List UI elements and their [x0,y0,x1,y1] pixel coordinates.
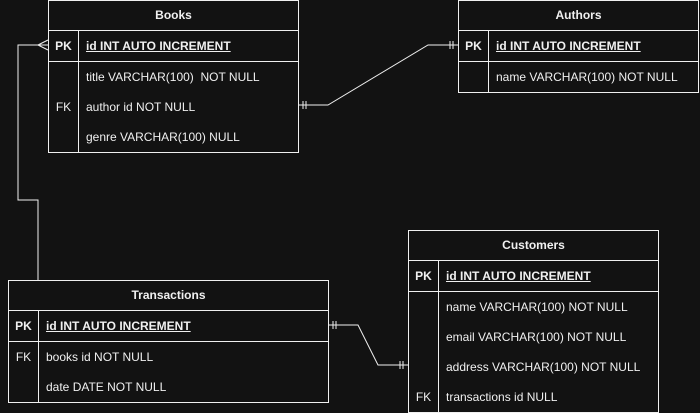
key-label [49,122,79,152]
key-label: FK [9,342,39,372]
transactions-table[interactable]: Transactions PK id INT AUTO INCREMENT FK… [8,280,329,403]
field-name: transactions id NULL [446,390,558,404]
books-table[interactable]: Books PK id INT AUTO INCREMENT title VAR… [48,0,299,153]
key-label: PK [459,31,489,61]
field-name: name VARCHAR(100) NOT NULL [446,300,628,314]
customers-title: Customers [409,231,658,261]
books-row-title[interactable]: title VARCHAR(100) NOT NULL [49,62,298,92]
field-name: title VARCHAR(100) NOT NULL [86,70,260,84]
many-mark-books-a [37,39,49,46]
field-name: id INT AUTO INCREMENT [86,39,231,53]
books-row-author-id[interactable]: FK author id NOT NULL [49,92,298,122]
field-name: email VARCHAR(100) NOT NULL [446,330,627,344]
transactions-row-date[interactable]: date DATE NOT NULL [9,372,328,402]
key-label: FK [409,382,439,412]
field-name: address VARCHAR(100) NOT NULL [446,360,641,374]
edge-books-authors [299,44,458,106]
books-title: Books [49,1,298,31]
many-mark-books-b [37,44,49,51]
authors-row-pk[interactable]: PK id INT AUTO INCREMENT [459,31,698,62]
field-name: id INT AUTO INCREMENT [446,269,591,283]
customers-table[interactable]: Customers PK id INT AUTO INCREMENT name … [408,230,659,413]
books-row-pk[interactable]: PK id INT AUTO INCREMENT [49,31,298,62]
books-row-genre[interactable]: genre VARCHAR(100) NULL [49,122,298,152]
transactions-title: Transactions [9,281,328,311]
customers-row-transactions-id[interactable]: FK transactions id NULL [409,382,658,412]
key-label [409,322,439,352]
field-name: author id NOT NULL [86,100,196,114]
edge-transactions-books [17,44,48,280]
key-label: FK [49,92,79,122]
field-name: id INT AUTO INCREMENT [496,39,641,53]
field-name: books id NOT NULL [46,350,154,364]
field-name: date DATE NOT NULL [46,380,167,394]
authors-row-name[interactable]: name VARCHAR(100) NOT NULL [459,62,698,92]
key-label [49,62,79,92]
authors-table[interactable]: Authors PK id INT AUTO INCREMENT name VA… [458,0,699,93]
transactions-row-pk[interactable]: PK id INT AUTO INCREMENT [9,311,328,342]
key-label: PK [9,311,39,341]
key-label [409,352,439,382]
field-name: genre VARCHAR(100) NULL [86,130,240,144]
customers-row-name[interactable]: name VARCHAR(100) NOT NULL [409,292,658,322]
key-label [9,372,39,402]
field-name: id INT AUTO INCREMENT [46,319,191,333]
field-name: name VARCHAR(100) NOT NULL [496,70,678,84]
key-label [409,292,439,322]
key-label [459,62,489,92]
transactions-row-books-id[interactable]: FK books id NOT NULL [9,342,328,372]
customers-row-address[interactable]: address VARCHAR(100) NOT NULL [409,352,658,382]
authors-title: Authors [459,1,698,31]
customers-row-email[interactable]: email VARCHAR(100) NOT NULL [409,322,658,352]
key-label: PK [409,261,439,291]
edge-transactions-customers [329,324,408,366]
key-label: PK [49,31,79,61]
customers-row-pk[interactable]: PK id INT AUTO INCREMENT [409,261,658,292]
